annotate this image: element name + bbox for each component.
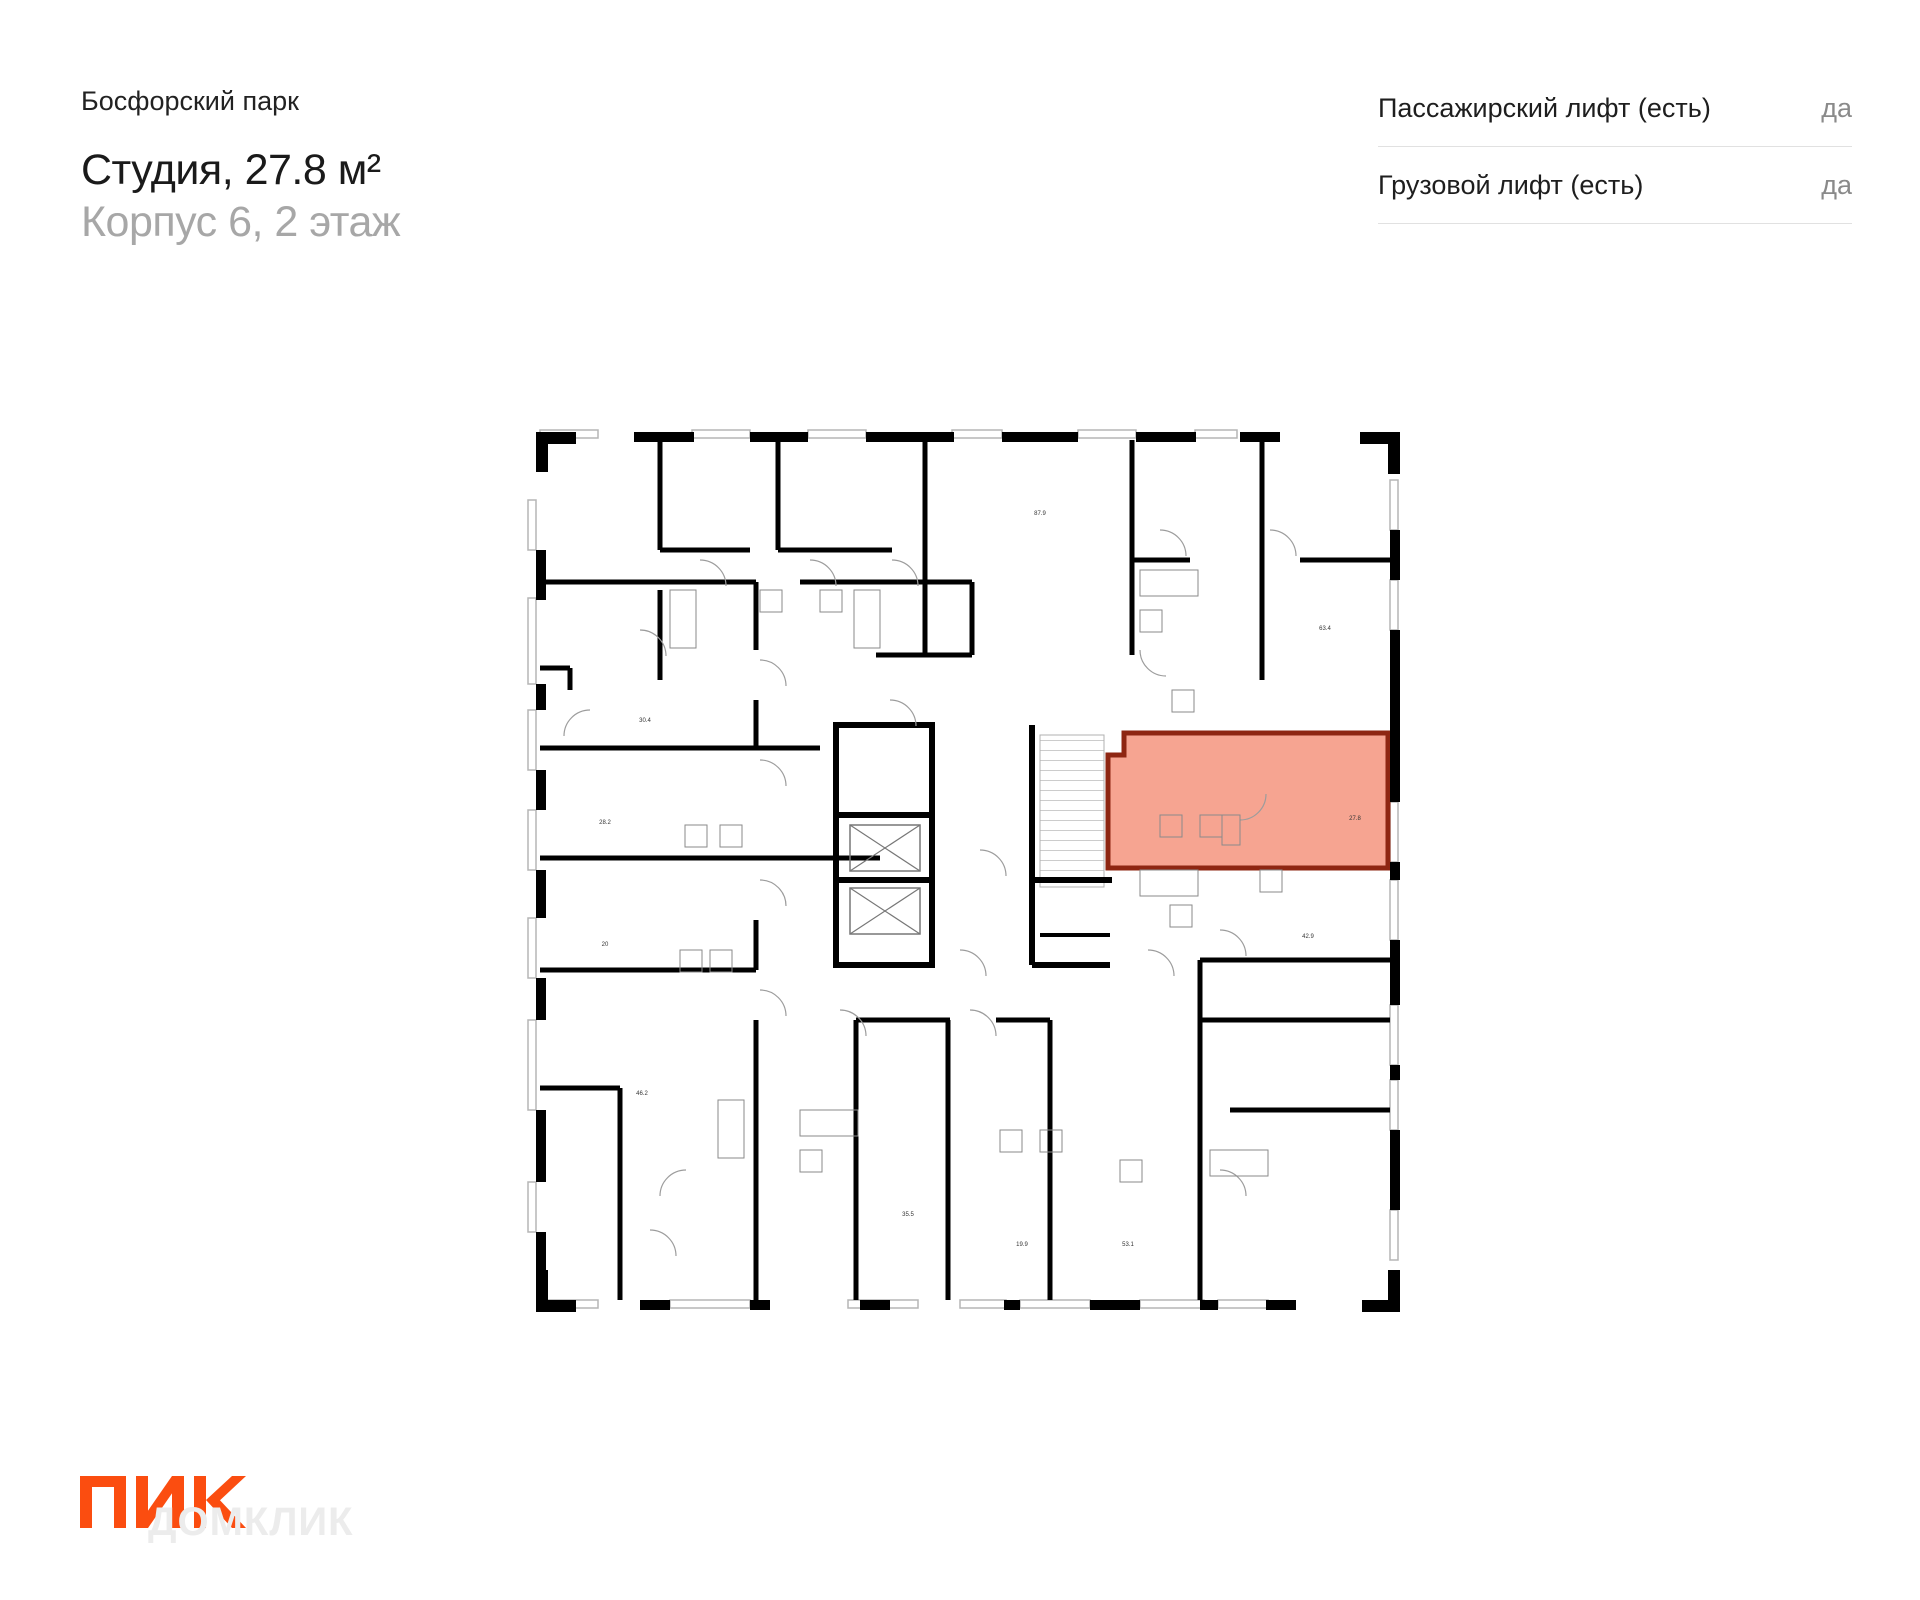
room-area-label: 87.9 [1034, 511, 1046, 517]
inner-walls [540, 440, 1390, 1300]
features-list: Пассажирский лифт (есть) да Грузовой лиф… [1378, 70, 1852, 224]
room-area-label: 28.2 [599, 820, 611, 826]
lift-icon [849, 887, 921, 935]
outer-walls [536, 432, 1400, 1312]
stairs [1039, 734, 1105, 888]
room-area-label: 42.9 [1302, 934, 1314, 940]
lift-icon [849, 824, 921, 872]
domclick-watermark: ДОМКЛИК [148, 1500, 354, 1544]
room-area-label: 53.1 [1122, 1242, 1134, 1248]
feature-value: да [1821, 92, 1852, 123]
feature-freight-lift: Грузовой лифт (есть) да [1378, 147, 1852, 224]
room-area-label: 20 [602, 942, 609, 948]
doors [563, 529, 1297, 1257]
feature-passenger-lift: Пассажирский лифт (есть) да [1378, 70, 1852, 147]
apartment-subtitle: Корпус 6, 2 этаж [81, 198, 401, 246]
room-area-label: 63.4 [1319, 626, 1331, 632]
room-area-label: 30.4 [639, 718, 651, 724]
pik-logo [80, 1476, 246, 1528]
fixtures [669, 569, 1283, 1183]
feature-label: Грузовой лифт (есть) [1378, 169, 1644, 200]
header: Босфорский парк Студия, 27.8 м² Корпус 6… [81, 84, 401, 248]
room-area-label: 19.9 [1016, 1242, 1028, 1248]
room-area-label: 35.5 [902, 1212, 914, 1218]
apartment-title: Студия, 27.8 м² [81, 146, 381, 194]
highlighted-apartment[interactable] [1105, 730, 1391, 871]
building-core [833, 722, 1112, 968]
feature-value: да [1821, 169, 1852, 200]
project-name: Босфорский парк [81, 86, 299, 116]
room-area-label: 46.2 [636, 1091, 648, 1097]
room-area-label: 27.8 [1349, 816, 1361, 822]
feature-label: Пассажирский лифт (есть) [1378, 92, 1711, 123]
floor-plan: 87.9 63.4 30.4 28.2 27.8 20 42.9 46.2 35… [527, 429, 1400, 1312]
